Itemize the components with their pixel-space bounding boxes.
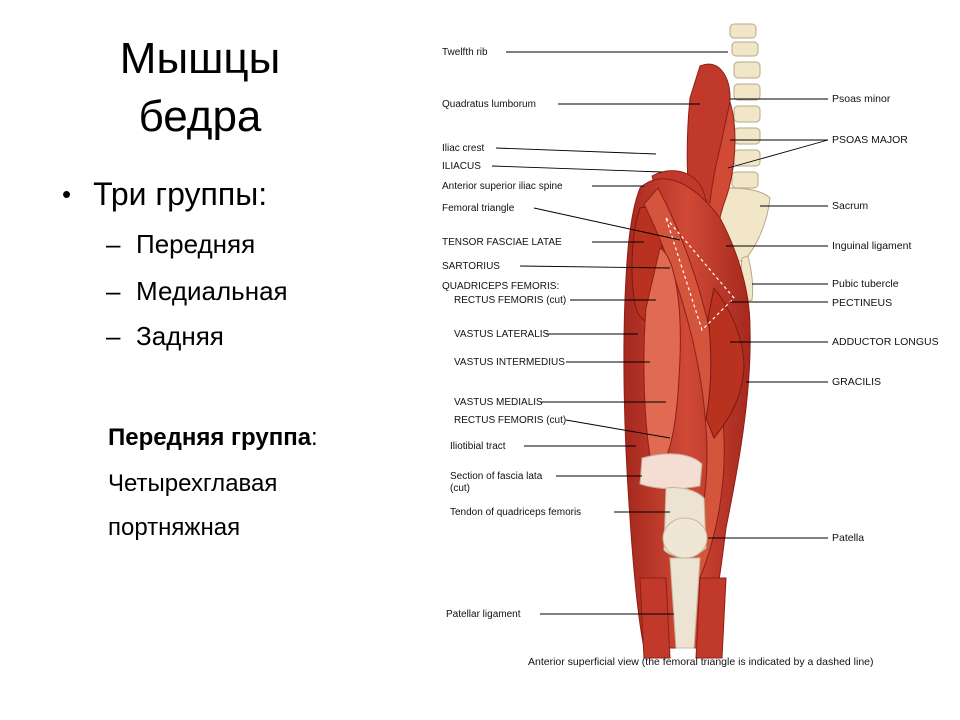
label-inguinal-ligament: Inguinal ligament xyxy=(832,240,911,252)
main-bullet: • Три группы: xyxy=(62,176,267,213)
group-heading: Передняя группа: xyxy=(108,424,318,452)
subitem-text: Медиальная xyxy=(136,276,288,306)
subitem-anterior: – Передняя xyxy=(106,229,255,260)
right-labels: Psoas minor PSOAS MAJOR Sacrum Inguinal … xyxy=(832,93,939,544)
label-iliacus: ILIACUS xyxy=(442,161,481,172)
main-bullet-text: Три группы: xyxy=(93,176,268,212)
label-pectineus: PECTINEUS xyxy=(832,297,892,309)
dash-icon: – xyxy=(106,321,121,351)
figure-caption: Anterior superficial view (the femoral t… xyxy=(528,656,874,668)
thigh-muscles-illustration: Twelfth rib Quadratus lumborum Iliac cre… xyxy=(442,23,939,659)
label-vastus-lateralis: VASTUS LATERALIS xyxy=(454,329,550,340)
label-quadratus-lumborum: Quadratus lumborum xyxy=(442,99,536,110)
label-quadriceps-femoris: QUADRICEPS FEMORIS: xyxy=(442,281,559,292)
label-patellar-ligament: Patellar ligament xyxy=(446,609,521,620)
right-leaders xyxy=(708,98,829,539)
subitem-text: Задняя xyxy=(136,321,224,351)
label-iliotibial-tract: Iliotibial tract xyxy=(450,441,506,452)
label-iliac-crest: Iliac crest xyxy=(442,143,484,154)
left-labels: Twelfth rib Quadratus lumborum Iliac cre… xyxy=(442,47,581,620)
label-femoral-triangle: Femoral triangle xyxy=(442,203,515,214)
slide-title: Мышцы бедра xyxy=(90,30,310,146)
label-quadriceps-tendon: Tendon of quadriceps femoris xyxy=(450,507,581,518)
bullet-dot-icon: • xyxy=(62,179,72,209)
label-sacrum: Sacrum xyxy=(832,200,868,212)
left-leaders xyxy=(491,51,728,615)
group-item-quadriceps: Четырехглавая xyxy=(108,470,278,497)
label-psoas-minor: Psoas minor xyxy=(832,93,891,105)
label-vastus-medialis: VASTUS MEDIALIS xyxy=(454,397,543,408)
subitem-posterior: – Задняя xyxy=(106,321,224,352)
patella-icon xyxy=(662,517,708,559)
anatomy-drawing xyxy=(623,23,771,659)
label-sartorius: SARTORIUS xyxy=(442,261,500,272)
title-line-2: бедра xyxy=(138,92,262,141)
group-heading-bold: Передняя группа xyxy=(108,424,312,451)
group-item-sartorius: портняжная xyxy=(108,514,241,541)
label-pubic-tubercle: Pubic tubercle xyxy=(832,278,899,290)
subitem-text: Передняя xyxy=(136,229,256,259)
label-psoas-major: PSOAS MAJOR xyxy=(832,134,908,146)
label-fascia-lata-cut: (cut) xyxy=(450,483,470,494)
group-heading-colon: : xyxy=(311,424,318,451)
label-gracilis: GRACILIS xyxy=(832,376,881,388)
label-rectus-femoris-cut-2: RECTUS FEMORIS (cut) xyxy=(454,415,566,426)
label-fascia-lata: Section of fascia lata xyxy=(450,471,543,482)
dash-icon: – xyxy=(106,229,121,259)
label-tensor-fasciae-latae: TENSOR FASCIAE LATAE xyxy=(442,237,562,248)
label-vastus-intermedius: VASTUS INTERMEDIUS xyxy=(454,357,565,368)
label-adductor-longus: ADDUCTOR LONGUS xyxy=(832,336,939,348)
subitem-medial: – Медиальная xyxy=(106,276,288,307)
label-twelfth-rib: Twelfth rib xyxy=(442,47,488,58)
title-line-1: Мышцы xyxy=(119,34,281,83)
label-asis: Anterior superior iliac spine xyxy=(442,181,563,192)
dash-icon: – xyxy=(106,276,121,306)
label-patella: Patella xyxy=(832,532,864,544)
label-rectus-femoris-cut-1: RECTUS FEMORIS (cut) xyxy=(454,295,566,306)
